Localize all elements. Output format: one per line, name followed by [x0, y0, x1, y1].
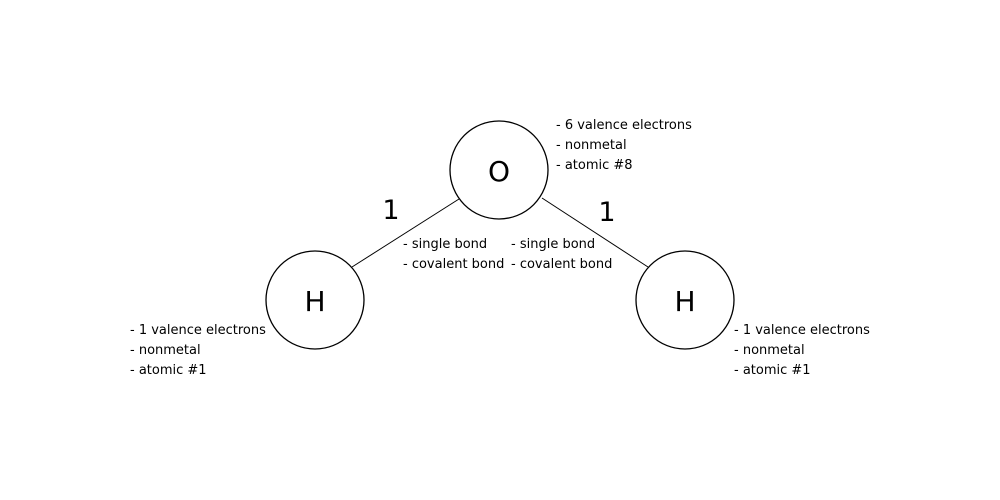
hydrogen-left-property-2: nonmetal: [130, 341, 266, 361]
left-bond-properties: single bond covalent bond: [403, 235, 505, 275]
atom-symbol-hydrogen-right: H: [674, 285, 695, 318]
atom-circle-oxygen: [449, 120, 549, 220]
atom-symbol-hydrogen-left: H: [304, 285, 325, 318]
hydrogen-right-property-2: nonmetal: [734, 341, 870, 361]
right-bond-properties: single bond covalent bond: [511, 235, 613, 275]
hydrogen-right-property-1: 1 valence electrons: [734, 321, 870, 341]
atom-symbol-oxygen: O: [488, 155, 510, 188]
atom-circle-hydrogen-left: [265, 250, 365, 350]
right-bond-property-2: covalent bond: [511, 255, 613, 275]
oxygen-property-2: nonmetal: [556, 136, 692, 156]
oxygen-property-3: atomic #8: [556, 156, 692, 176]
hydrogen-left-property-1: 1 valence electrons: [130, 321, 266, 341]
hydrogen-left-property-3: atomic #1: [130, 361, 266, 381]
bond-order-left: 1: [382, 195, 399, 226]
hydrogen-right-property-3: atomic #1: [734, 361, 870, 381]
right-bond-property-1: single bond: [511, 235, 612, 255]
hydrogen-left-properties: 1 valence electrons nonmetal atomic #1: [130, 321, 266, 381]
left-bond-property-2: covalent bond: [403, 255, 505, 275]
bond-line-right: [541, 197, 649, 268]
bond-order-right: 1: [598, 197, 615, 228]
hydrogen-right-properties: 1 valence electrons nonmetal atomic #1: [734, 321, 870, 381]
oxygen-property-1: 6 valence electrons: [556, 116, 692, 136]
oxygen-properties: 6 valence electrons nonmetal atomic #8: [556, 116, 692, 176]
left-bond-property-1: single bond: [403, 235, 504, 255]
atom-circle-hydrogen-right: [635, 250, 735, 350]
bond-line-left: [351, 198, 460, 268]
